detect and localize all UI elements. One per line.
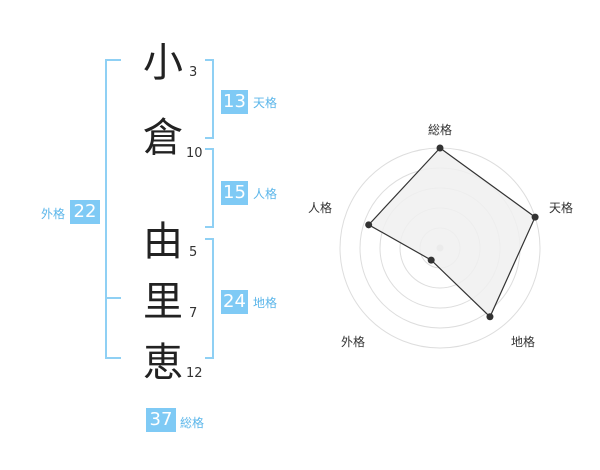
- radar-label-jinkaku: 人格: [308, 201, 333, 215]
- radar-label-chikaku: 地格: [511, 335, 536, 349]
- chikaku-value-badge: 24: [221, 290, 248, 314]
- radar-point-4: [427, 256, 435, 264]
- radar-point-2: [531, 213, 539, 221]
- stroke-count-3: 5: [189, 245, 198, 260]
- soukaku-value-badge: 37: [146, 408, 176, 432]
- stroke-count-1: 3: [189, 65, 198, 80]
- name-char-2: 倉: [143, 115, 183, 161]
- radar-point-1: [436, 144, 444, 152]
- name-char-5: 恵: [143, 340, 183, 386]
- radar-point-3: [486, 313, 494, 321]
- chikaku-bracket: [205, 238, 214, 359]
- stroke-count-4: 7: [189, 306, 198, 321]
- stroke-count-5: 12: [186, 366, 203, 381]
- jinkaku-bracket: [205, 148, 214, 228]
- jinkaku-value-badge: 15: [221, 181, 248, 205]
- soukaku-label: 総格: [180, 416, 205, 430]
- radar-label-gaikaku: 外格: [341, 335, 366, 349]
- radar-label-tenkaku: 天格: [549, 201, 574, 215]
- gaikaku-value-badge: 22: [70, 200, 100, 224]
- tenkaku-value-badge: 13: [221, 90, 248, 114]
- tenkaku-bracket: [205, 59, 214, 139]
- name-char-1: 小: [143, 40, 183, 86]
- gaikaku-bracket: [105, 59, 121, 359]
- gaikaku-label: 外格: [41, 207, 66, 221]
- name-char-4: 里: [143, 279, 183, 325]
- radar-chart: [339, 144, 541, 349]
- brackets: [105, 59, 214, 359]
- radar-label-soukaku: 総格: [428, 123, 453, 137]
- radar-area: [367, 147, 536, 318]
- radar-point-5: [365, 221, 373, 229]
- stroke-count-2: 10: [186, 146, 203, 161]
- chikaku-label: 地格: [253, 296, 278, 310]
- jinkaku-label: 人格: [253, 187, 278, 201]
- name-char-3: 由: [143, 219, 183, 265]
- tenkaku-label: 天格: [253, 96, 278, 110]
